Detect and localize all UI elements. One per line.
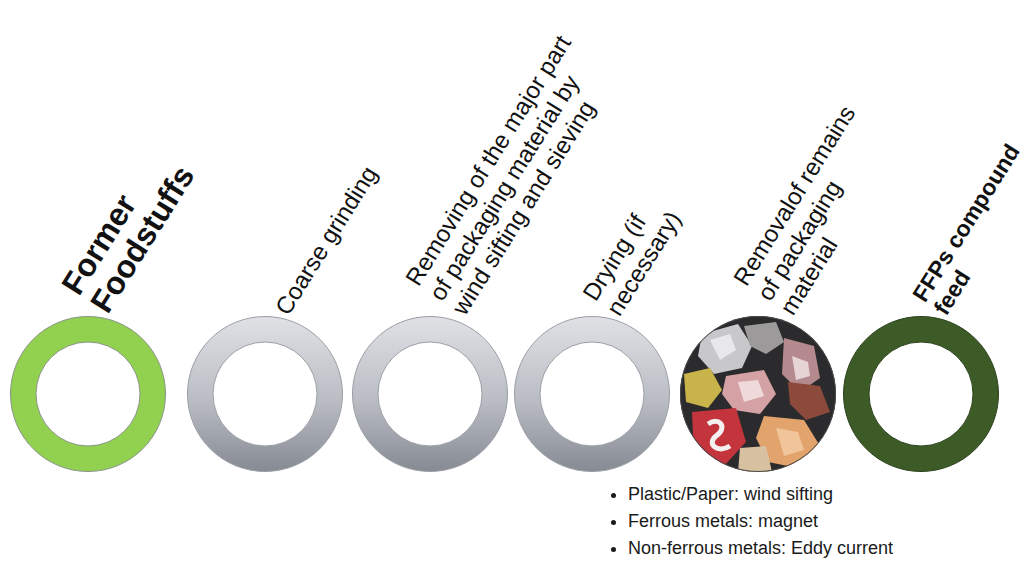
foil-highlight: [710, 334, 736, 360]
bullet-note: Ferrous metals: magnet: [628, 508, 893, 535]
brown-scrap: [788, 382, 830, 420]
step-label: Drying (if necessary): [577, 181, 693, 320]
beige-scrap: [738, 446, 772, 472]
ring-outline: [680, 316, 836, 472]
process-step-ring: Drying (if necessary): [514, 316, 670, 472]
step-label: Former Foodstuffs: [56, 130, 208, 318]
ring-outline: [187, 316, 343, 472]
process-step-ring: Former Foodstuffs: [10, 316, 166, 472]
ring-outline: [514, 316, 670, 472]
ring-shape: [188, 317, 343, 472]
step-label: Coarse grinding: [270, 136, 399, 320]
pink-highlight: [738, 380, 764, 402]
process-step-ring: FFPs compound feed: [843, 316, 999, 472]
ring-shape: [353, 317, 508, 472]
pink-scrap: [722, 370, 776, 414]
process-step-ring: Coarse grinding: [187, 316, 343, 472]
ring-outline: [843, 316, 999, 472]
step-label: Removalof remains of packaging material: [728, 93, 913, 320]
yellow-scrap: [684, 368, 722, 408]
wrapper-print: [708, 421, 730, 449]
step-label-group: Removalof remains of packaging material: [728, 93, 913, 320]
bullet-list: Plastic/Paper: wind siftingFerrous metal…: [605, 481, 893, 562]
process-step-ring: Removing of the major part of packaging …: [352, 316, 508, 472]
bullet-note: Plastic/Paper: wind sifting: [628, 481, 893, 508]
foil-piece: [698, 324, 752, 374]
ring-shape: [515, 317, 670, 472]
gray-scrap: [744, 322, 784, 354]
bullet-note: Non-ferrous metals: Eddy current: [628, 535, 893, 562]
step-label-group: Former Foodstuffs: [56, 130, 208, 318]
process-step-ring: Removalof remains of packaging material: [680, 316, 836, 472]
step-label-group: FFPs compound feed: [908, 128, 1029, 320]
photo-background: [680, 316, 836, 472]
ring-shape: [844, 317, 999, 472]
ring-shape: [11, 317, 166, 472]
ring-shape: [681, 317, 836, 472]
mauve-highlight: [792, 356, 810, 380]
step-label-group: Coarse grinding: [270, 136, 399, 320]
ring-outline: [10, 316, 166, 472]
red-wrapper: [692, 408, 746, 466]
orange-highlight: [776, 428, 804, 456]
step-label-group: Drying (if necessary): [577, 181, 693, 320]
step-label: FFPs compound feed: [908, 128, 1029, 320]
ring-outline: [352, 316, 508, 472]
